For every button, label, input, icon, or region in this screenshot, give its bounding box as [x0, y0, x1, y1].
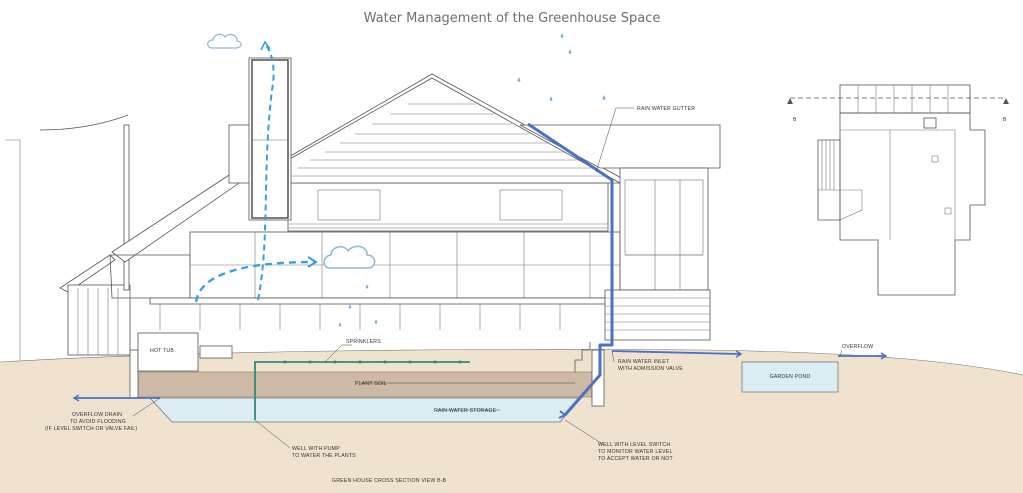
- garden-pond: [741, 361, 839, 393]
- label-well-pump-line1: WELL WITH PUMP: [292, 446, 340, 452]
- rain-gutter-pipe: [527, 122, 614, 416]
- garden-pond-label: GARDEN POND: [770, 374, 811, 380]
- label-rain-water-storage: RAIN WATER STORAGE: [434, 408, 497, 414]
- label-well-switch-line3: TO ACCEPT WATER OR NOT: [598, 456, 673, 462]
- label-rain-water-gutter: RAIN WATER GUTTER: [637, 106, 695, 112]
- label-well-switch-line1: WELL WITH LEVEL SWITCH: [598, 442, 670, 448]
- hot-tub-label: HOT TUB: [150, 348, 174, 354]
- plan-marker-right: B: [1003, 117, 1007, 123]
- label-section-view: GREEN HOUSE CROSS SECTION VIEW B-B: [332, 478, 447, 484]
- air-flow-arrow-vertical: [257, 43, 275, 301]
- label-plant-soil: PLANT SOIL: [355, 381, 387, 387]
- diagram-title: Water Management of the Greenhouse Space: [364, 11, 661, 26]
- label-well-pump-line2: TO WATER THE PLANTS: [292, 453, 356, 459]
- plan-marker-left: B: [793, 117, 797, 123]
- cloud-icon-small: [207, 33, 242, 49]
- sprinkler-heads: [283, 360, 462, 364]
- left-wing: [5, 114, 131, 360]
- rain-water-storage: [149, 397, 581, 423]
- rain-drops: [338, 33, 606, 327]
- cloud-icon: [323, 245, 376, 269]
- air-flow-arrow-horizontal: [194, 260, 316, 303]
- plan-view: B B: [787, 84, 1009, 296]
- leader-lines: [132, 107, 843, 449]
- label-overflow-drain-line1: OVERFLOW DRAIN: [72, 412, 122, 418]
- label-overflow-drain-line2: TO AVOID FLOODING: [70, 419, 126, 425]
- label-overflow-drain-line3: (IF LEVEL SWITCH OR VALVE FAIL): [45, 426, 137, 432]
- air-tower: [228, 57, 292, 221]
- label-overflow: OVERFLOW: [842, 344, 873, 350]
- overflow-pipe: [611, 350, 741, 355]
- label-rain-water-inlet-line2: WITH ADMISSION VALVE: [618, 366, 683, 372]
- label-rain-water-inlet-line1: RAIN WATER INLET: [618, 359, 670, 365]
- label-sprinklers: SPRINKLERS: [346, 339, 381, 345]
- sprinkler-pipe: [254, 361, 470, 420]
- greenhouse-structure: [109, 73, 721, 372]
- hot-tub: [137, 332, 199, 372]
- label-well-switch-line2: TO MONITOR WATER LEVEL: [598, 449, 673, 455]
